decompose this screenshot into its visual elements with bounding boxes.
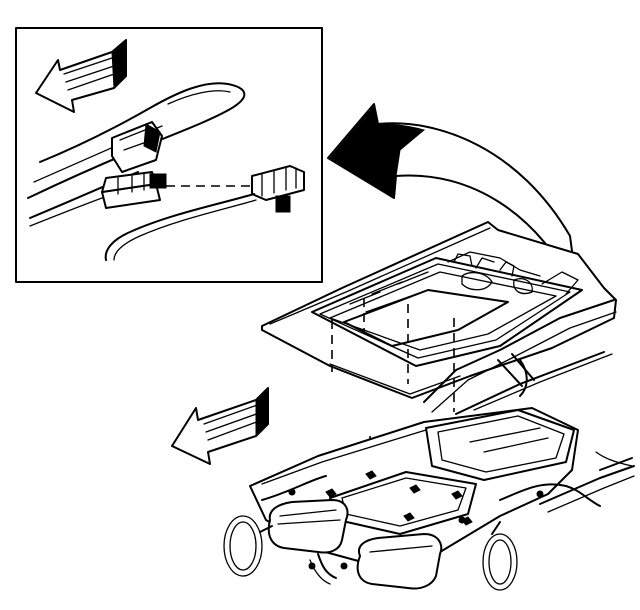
vehicle-lower-edge	[539, 465, 635, 505]
detail-inset	[15, 27, 323, 283]
headliner-retainer-clips	[325, 470, 473, 526]
vehicle-side-body	[423, 299, 617, 415]
connector-female-detail	[101, 171, 167, 209]
main-forward-arrow-icon	[171, 386, 269, 465]
left-sun-visor	[267, 499, 349, 554]
headliner-assembly	[223, 407, 635, 591]
right-sun-visor	[356, 533, 443, 590]
detail-inset-frame	[15, 27, 323, 283]
right-grab-handle	[482, 521, 518, 591]
sunroof-frame	[311, 251, 583, 367]
roof-panel	[261, 221, 617, 415]
detail-forward-arrow-icon	[35, 38, 127, 113]
wiring-clip-detail	[111, 121, 163, 173]
left-grab-handle	[223, 515, 273, 577]
headliner-sunroof-opening	[425, 409, 575, 481]
headliner-wiring-harness	[261, 451, 633, 585]
connector-male-detail	[104, 165, 305, 261]
